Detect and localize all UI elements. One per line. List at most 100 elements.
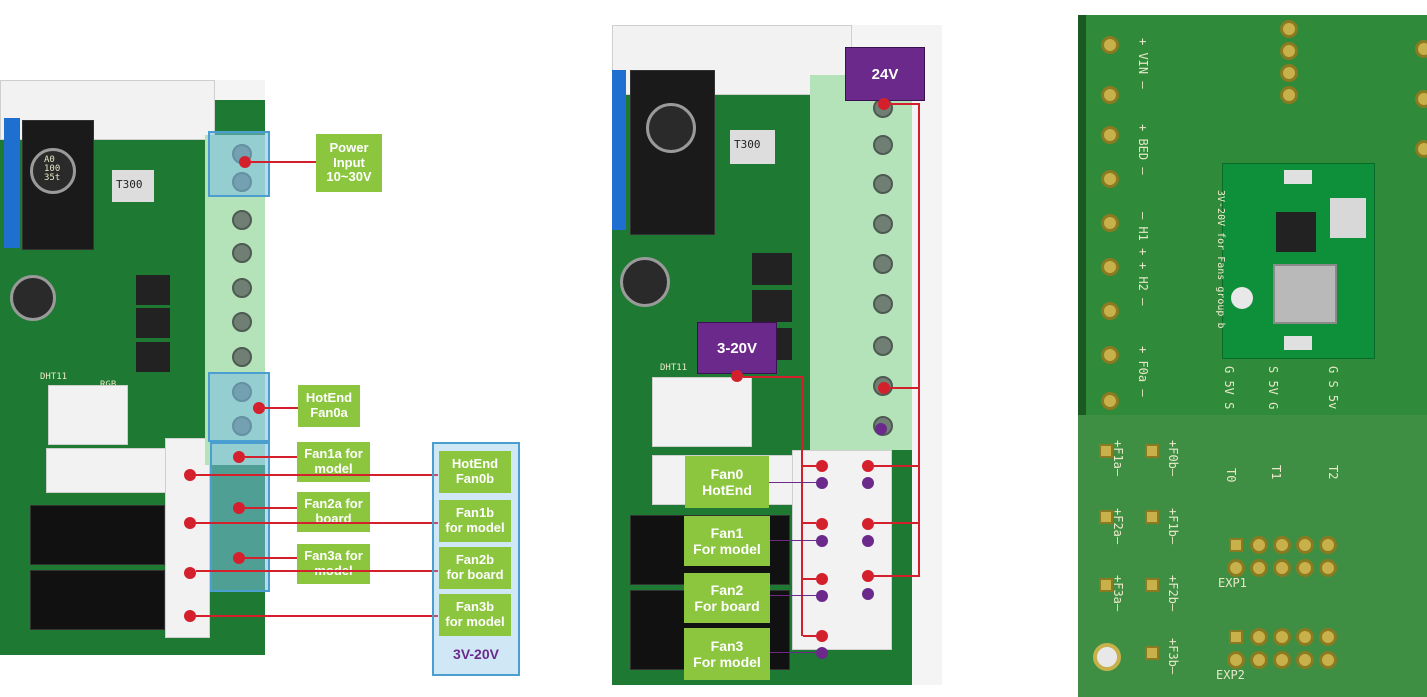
exp2-pad: [1227, 651, 1245, 669]
fan0-dot-r: [816, 460, 828, 472]
screw: [232, 243, 252, 263]
exp1-pad: [1250, 536, 1268, 554]
bus-3v-3: [803, 578, 816, 580]
bus-24v-3: [874, 575, 920, 577]
pin-label-2: G S 5v: [1326, 366, 1340, 410]
exp1-pad: [1227, 559, 1245, 577]
fan0b-dot: [184, 469, 196, 481]
fan1-dot-r: [816, 518, 828, 530]
fan-label-f1a: +F1a–: [1111, 440, 1125, 477]
bus-24v-2: [874, 522, 920, 524]
pad: [1101, 126, 1119, 144]
module-silk: 3V-20V for Fans group b: [1215, 190, 1226, 329]
exp2-pad: [1319, 651, 1337, 669]
mosfet-3: [136, 342, 170, 372]
fan0-wire: [769, 482, 816, 483]
fan3a-dot: [233, 552, 245, 564]
fan3-dot-p: [816, 647, 828, 659]
screw: [232, 312, 252, 332]
h2-silk: + H2 –: [1136, 262, 1150, 306]
blue-header: [4, 118, 20, 248]
h1-silk: – H1 +: [1136, 212, 1150, 256]
fan-label-f2a: +F2a–: [1111, 508, 1125, 545]
fan-minus-dot: [875, 423, 887, 435]
fan2-dot-p: [816, 590, 828, 602]
screw: [873, 294, 893, 314]
exp2-pad: [1296, 628, 1314, 646]
buck-inductor: [1273, 264, 1337, 324]
fan3b-line: [196, 615, 438, 617]
exp1-silk: EXP1: [1218, 576, 1247, 590]
buck-trim: [1231, 287, 1253, 309]
fan2b-label: Fan2b for board: [439, 547, 511, 589]
24v-dot: [878, 98, 890, 110]
fan3-wire: [770, 652, 816, 653]
mosfet-2: [136, 308, 170, 338]
bus-3v-2: [803, 522, 816, 524]
fan0a-line: [265, 407, 298, 409]
fan-connectors-right: [792, 450, 892, 650]
pad: [1101, 86, 1119, 104]
fan2b-dot-p: [862, 588, 874, 600]
fan-pad: [1145, 444, 1159, 458]
buck-pad-bottom: [1284, 336, 1312, 350]
pad: [1101, 170, 1119, 188]
screw: [873, 214, 893, 234]
pcb-lower: [1078, 415, 1427, 697]
bed-silk: + BED –: [1136, 124, 1150, 175]
screw: [232, 278, 252, 298]
mosfet-1: [136, 275, 170, 305]
temp-t0: T0: [1224, 468, 1238, 483]
pad: [1101, 346, 1119, 364]
fan-pad: [1145, 510, 1159, 524]
bus-3v-4: [803, 635, 816, 637]
pad: [1280, 86, 1298, 104]
temp-t1: T1: [1269, 465, 1283, 480]
fan-connectors: [48, 385, 128, 445]
cap-silk: A0 100 35t: [44, 155, 61, 183]
pad: [1101, 302, 1119, 320]
fan2b-dot: [184, 567, 196, 579]
exp1-pad: [1273, 536, 1291, 554]
pad: [1101, 36, 1119, 54]
fan2-dot-r: [816, 573, 828, 585]
fan3a-line: [245, 557, 297, 559]
fan-connectors: [652, 377, 752, 447]
fan0a-dot: [253, 402, 265, 414]
hotend-fan0a-label: HotEnd Fan0a: [298, 385, 360, 427]
fan1b-dot-p: [862, 535, 874, 547]
fan2a-line: [245, 507, 297, 509]
group-voltage-label: 3V-20V: [453, 646, 499, 662]
3-20v-line-v: [801, 376, 803, 636]
fan0-dot-p: [816, 477, 828, 489]
fan1b-dot-r: [862, 518, 874, 530]
fan0b-line: [196, 474, 438, 476]
t300-chip: [730, 130, 775, 164]
fan2-label: Fan2 For board: [684, 573, 770, 623]
pad: [1101, 214, 1119, 232]
exp2-pad: [1250, 628, 1268, 646]
middle-board-photo: T300 DHT11: [612, 25, 942, 685]
dht-silk: DHT11: [660, 363, 688, 373]
fan2-wire: [770, 595, 816, 596]
pad: [1101, 258, 1119, 276]
fan-plus-dot: [878, 382, 890, 394]
screw: [232, 347, 252, 367]
24v-line-v: [918, 103, 920, 577]
fan1a-line: [245, 456, 297, 458]
power-dot: [239, 156, 251, 168]
capacitor-2: [620, 257, 670, 307]
fan1a-dot: [233, 451, 245, 463]
bus-3v-1: [803, 465, 816, 467]
t300-silk: T300: [116, 178, 143, 191]
fan2a-dot: [233, 502, 245, 514]
fan3-label: Fan3 For model: [684, 628, 770, 680]
exp1-pad: [1319, 559, 1337, 577]
exp1-pad: [1319, 536, 1337, 554]
hotend-fan0b-label: HotEnd Fan0b: [439, 451, 511, 493]
fan-b-connectors: [165, 438, 210, 638]
pad: [1415, 90, 1427, 108]
label-3-20v: 3-20V: [697, 322, 777, 374]
fan1-wire: [770, 540, 816, 541]
fan-pad: [1145, 646, 1159, 660]
